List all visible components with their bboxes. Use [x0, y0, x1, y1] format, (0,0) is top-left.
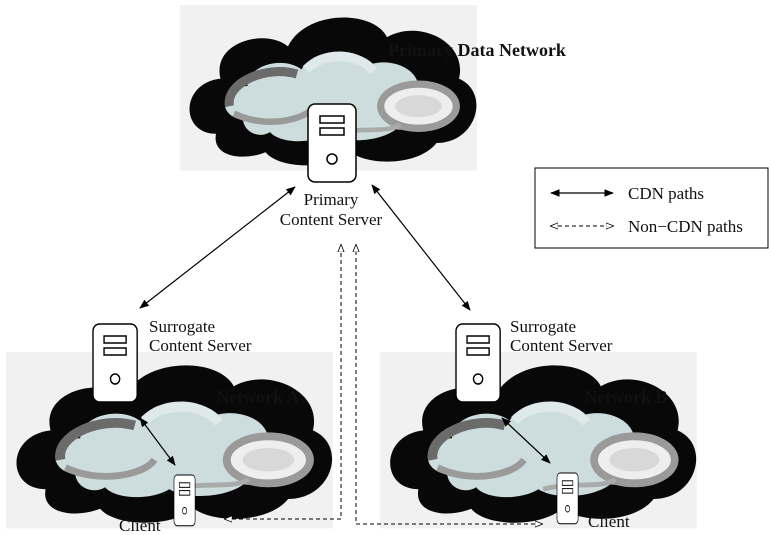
cloud-icon — [6, 352, 333, 528]
non-cdn-path-client-b — [356, 245, 542, 524]
surrogate-b-label-line2: Content Server — [510, 336, 613, 355]
primary-network-label: Primary Data Network — [388, 40, 566, 60]
server-tower-icon[interactable] — [307, 103, 357, 183]
legend: CDN paths Non−CDN paths — [534, 167, 769, 249]
primary-server-label-line1: Primary — [304, 190, 359, 209]
non-cdn-path-client-a — [225, 245, 341, 519]
network-b-label: Network B — [584, 387, 668, 407]
cloud-icon — [380, 352, 697, 528]
legend-non-cdn-label: Non−CDN paths — [628, 217, 743, 236]
surrogate-a-label-line2: Content Server — [149, 336, 252, 355]
client-a-label: Client — [119, 516, 161, 535]
client-b-label: Client — [588, 512, 630, 531]
cdn-path-surrogate-a-to-client — [139, 417, 176, 466]
surrogate-a-label-line1: Surrogate — [149, 317, 215, 336]
network-a-label: Network A — [216, 387, 300, 407]
cdn-path-primary-to-a — [139, 186, 296, 309]
surrogate-b-label-line1: Surrogate — [510, 317, 576, 336]
server-tower-icon[interactable] — [173, 474, 196, 527]
legend-cdn-label: CDN paths — [628, 184, 704, 203]
primary-server-label-line2: Content Server — [280, 210, 383, 229]
cdn-path-primary-to-b — [371, 184, 471, 311]
server-tower-icon[interactable] — [455, 323, 501, 403]
server-tower-icon[interactable] — [556, 472, 579, 525]
server-tower-icon[interactable] — [92, 323, 138, 403]
